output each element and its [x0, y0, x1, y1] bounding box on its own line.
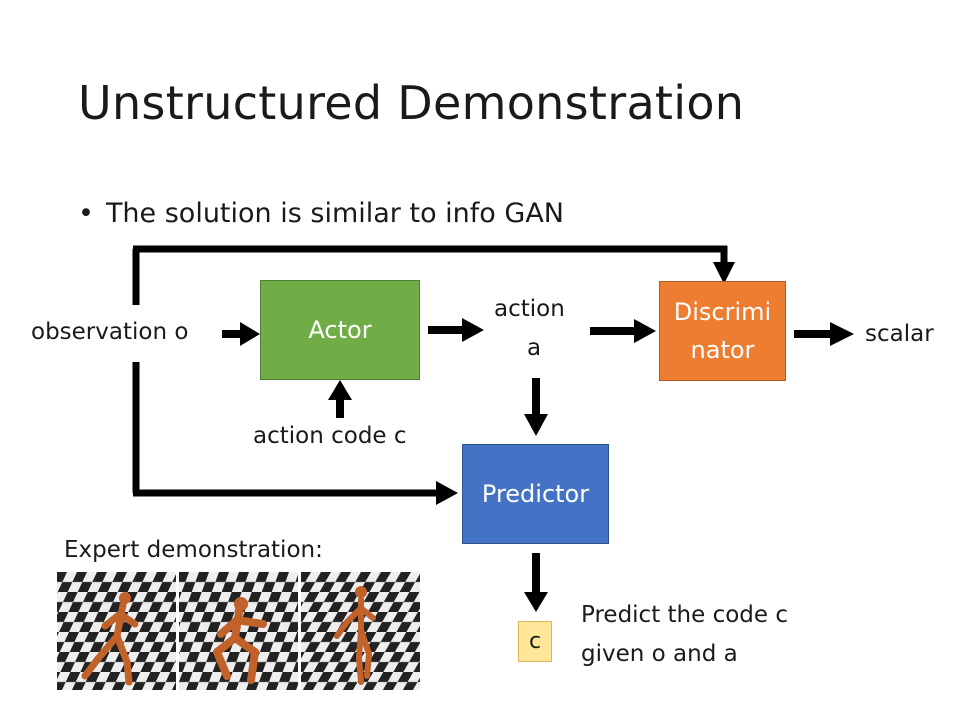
- code-box-label: c: [528, 629, 542, 654]
- arrow-into-discriminator: [713, 262, 735, 284]
- arrow-into-disc: [634, 319, 656, 343]
- expert-caption: Expert demonstration:: [64, 537, 323, 563]
- discriminator-label-line2: nator: [690, 336, 755, 364]
- scalar-label: scalar: [865, 321, 934, 347]
- predict-note-line2: given o and a: [581, 641, 738, 667]
- actor-label: Actor: [308, 316, 372, 344]
- actor-box: Actor: [260, 280, 420, 380]
- action-label-line2: a: [527, 335, 542, 361]
- predictor-box: Predictor: [462, 444, 609, 544]
- arrow-into-scalar: [830, 322, 854, 346]
- demo-figure-2-image: [179, 572, 298, 690]
- arrow-into-actor: [240, 322, 260, 346]
- action-label-line1: action: [494, 296, 565, 322]
- demo-frame-2: [179, 572, 298, 690]
- predict-note-line1: Predict the code c: [581, 602, 789, 628]
- bullet-dot-icon: •: [78, 198, 94, 229]
- bullet-text: The solution is similar to info GAN: [105, 198, 564, 229]
- code-box: c: [518, 621, 552, 662]
- arrow-into-action: [462, 318, 484, 342]
- arrow-into-predictor-top: [524, 414, 548, 436]
- discriminator-label-line1: Discrimi: [673, 298, 772, 326]
- bullet-point: • The solution is similar to info GAN: [78, 198, 564, 229]
- demo-frame-3: [301, 572, 420, 690]
- demo-figure-1-image: [57, 572, 176, 690]
- observation-label: observation o: [31, 319, 189, 345]
- arrow-up-into-actor: [328, 380, 352, 400]
- demo-frame-1: [57, 572, 176, 690]
- demo-figure-3-image: [301, 572, 420, 690]
- expert-demo-frames: [57, 572, 420, 690]
- action-code-label: action code c: [253, 423, 407, 449]
- discriminator-box: Discrimi nator: [659, 281, 786, 381]
- arrow-into-code: [524, 592, 548, 612]
- predictor-label: Predictor: [481, 480, 590, 508]
- slide-title: Unstructured Demonstration: [78, 76, 745, 130]
- arrow-into-predictor-left: [436, 481, 458, 505]
